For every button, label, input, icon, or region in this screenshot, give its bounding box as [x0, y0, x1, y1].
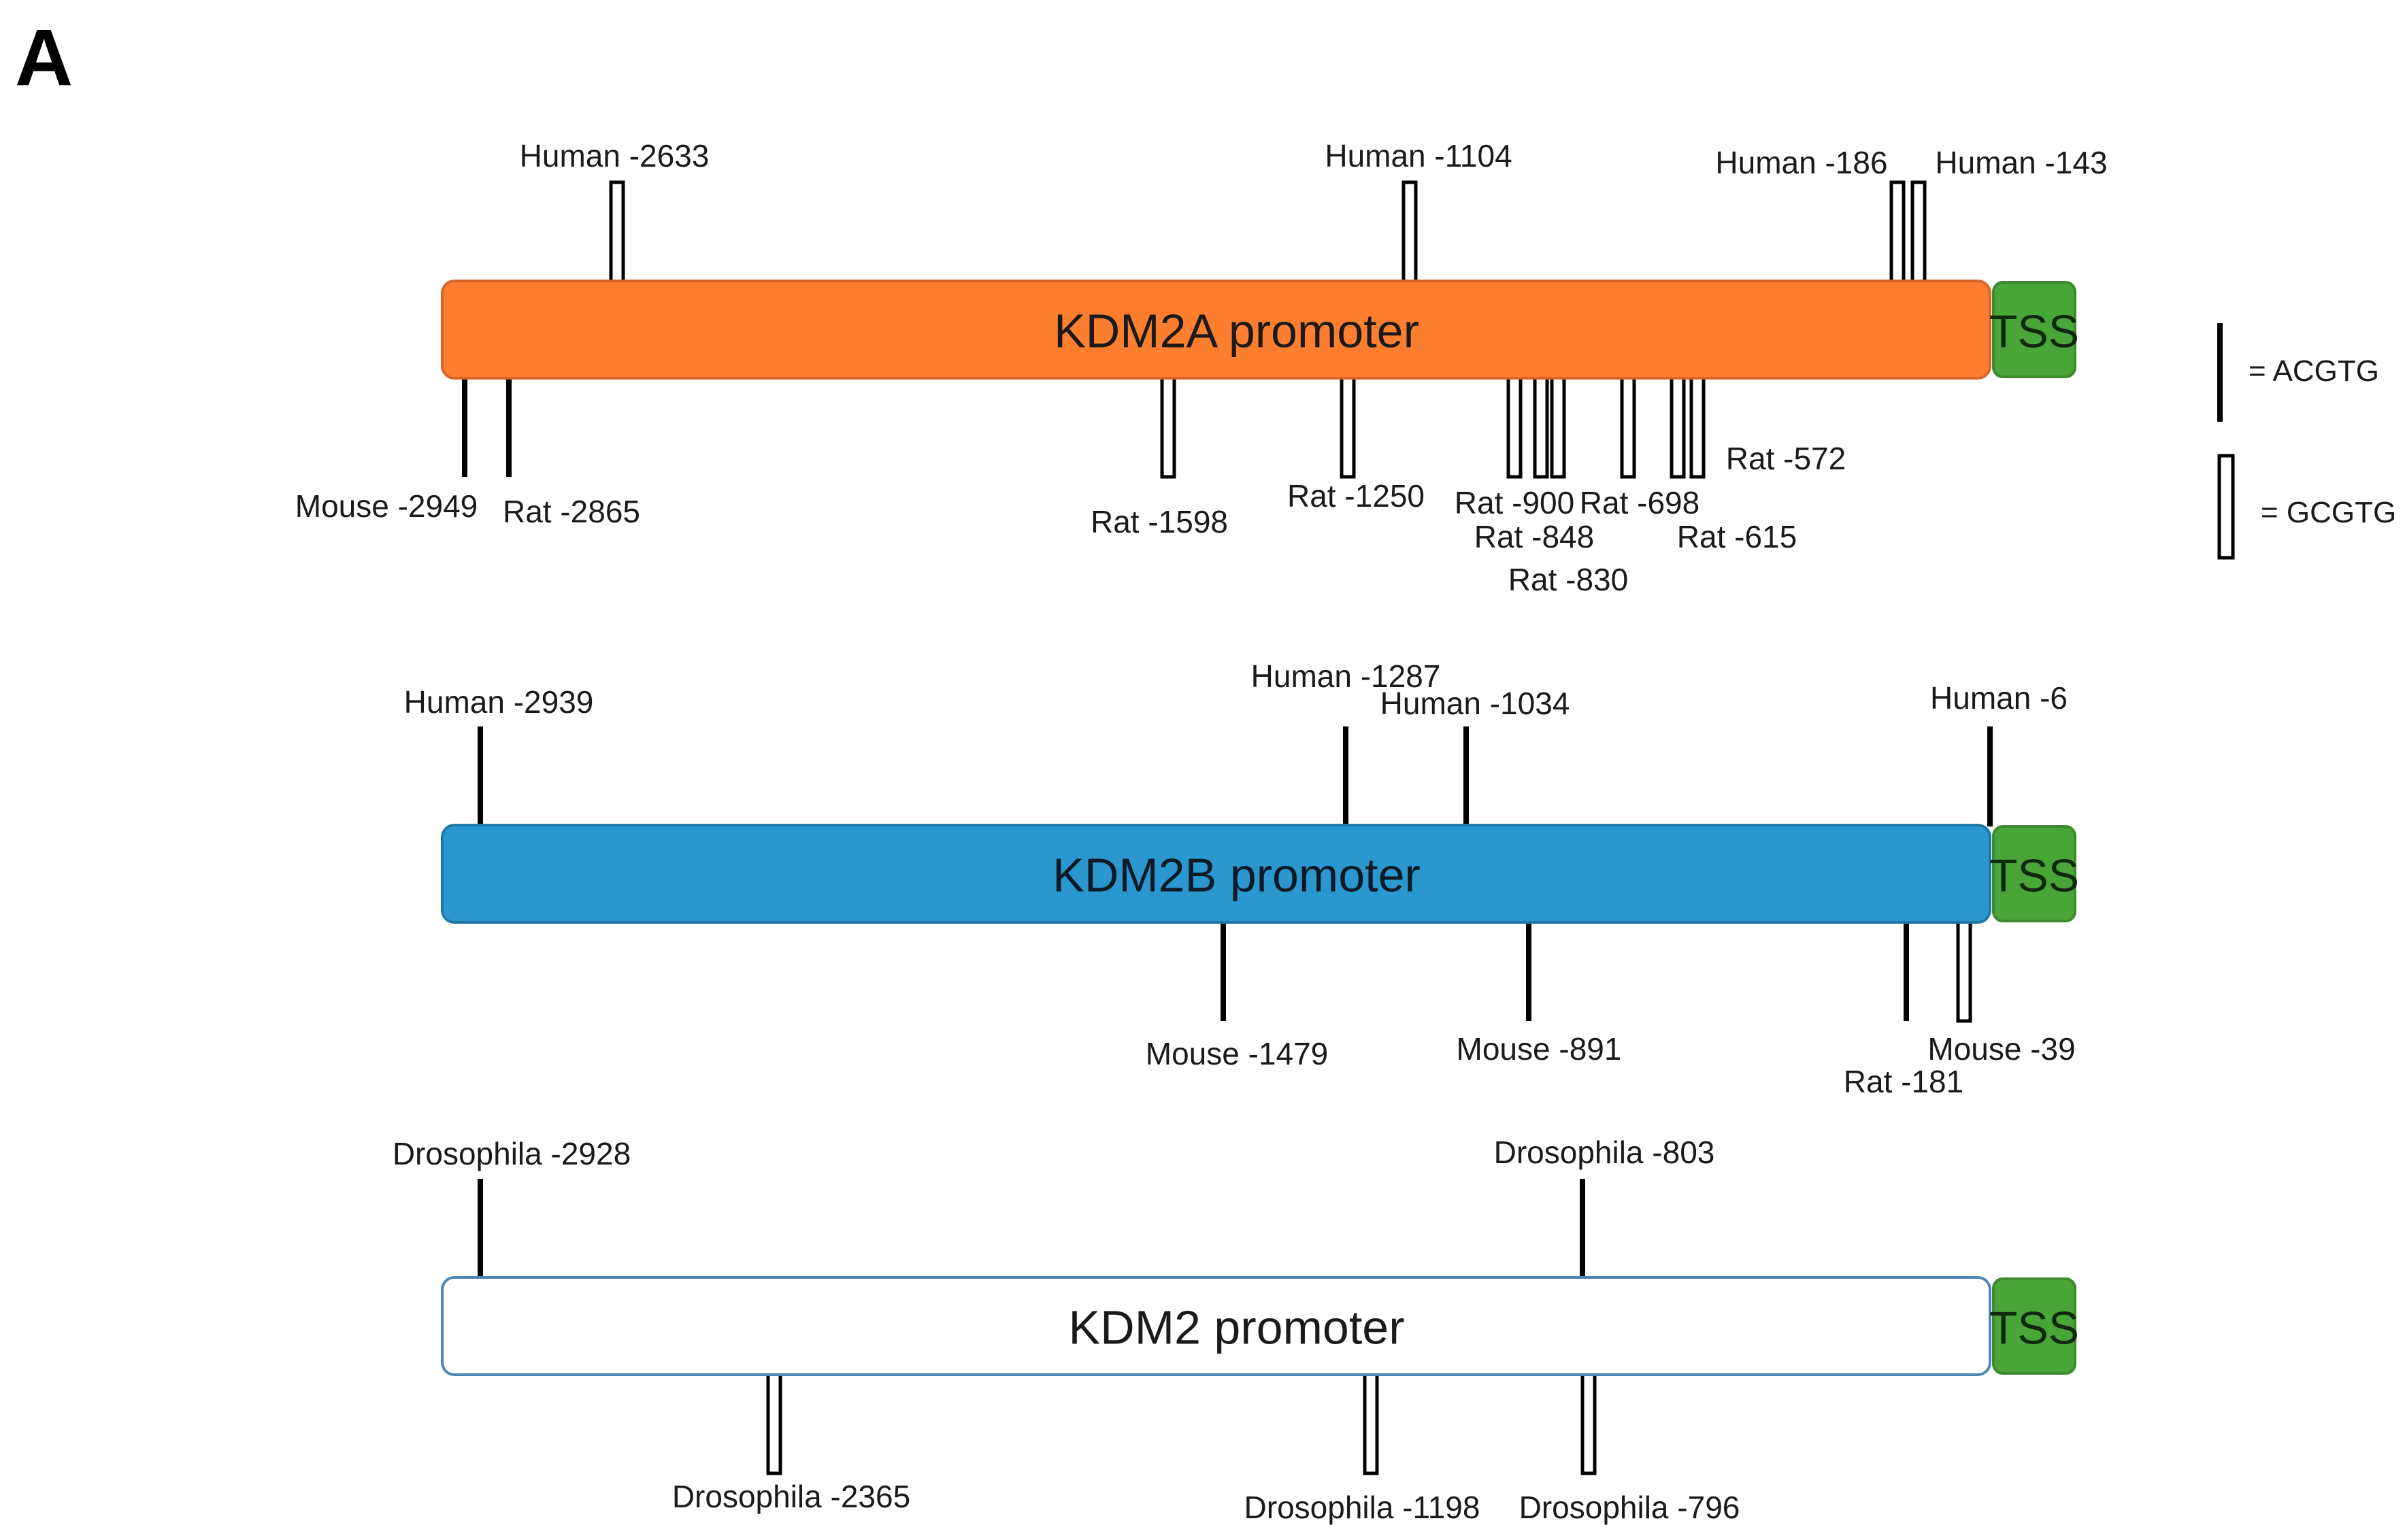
kdm2a-bottom-site-rat-848-label: Rat -848 [1474, 519, 1594, 554]
kdm2-tss-label: TSS [1989, 1303, 2079, 1354]
kdm2a-bottom-site-rat-698-label: Rat -698 [1580, 485, 1699, 520]
kdm2a-bottom-site-rat-572-label: Rat -572 [1726, 441, 1846, 476]
kdm2a-bottom-site-rat-830-label: Rat -830 [1508, 562, 1628, 597]
kdm2-promoter-bar [441, 1276, 1991, 1376]
kdm2a-tss-box [1992, 281, 2076, 378]
kdm2b-tss-box [1992, 825, 2076, 922]
kdm2a-tss-label: TSS [1989, 306, 2079, 358]
kdm2-bottom-site-drosophila-2365-gcgtg-mark [766, 1371, 782, 1475]
kdm2a-top-site-human-2633-gcgtg-mark [609, 180, 625, 284]
kdm2b-tss-label: TSS [1989, 850, 2079, 902]
kdm2a-top-site-human-186-label: Human -186 [1715, 145, 1887, 180]
legend: = ACGTG = GCGTG [2217, 323, 2396, 560]
kdm2a-bottom-site-rat-615-label: Rat -615 [1677, 519, 1797, 554]
kdm2-bottom-site-drosophila-2365-label: Drosophila -2365 [672, 1479, 910, 1514]
kdm2a-bottom-site-rat-615-gcgtg-mark [1670, 375, 1686, 479]
kdm2b-bottom-site-rat-181-label: Rat -181 [1844, 1064, 1963, 1099]
kdm2a-top-site-human-143-gcgtg-mark [1910, 180, 1927, 284]
kdm2a-bottom-site-rat-572-gcgtg-mark [1689, 375, 1706, 479]
kdm2b-top-site-human-2939-label: Human -2939 [404, 684, 594, 720]
kdm2b-promoter-bar [441, 824, 1991, 924]
kdm2a-bottom-site-rat-2865-label: Rat -2865 [503, 494, 640, 529]
legend-gcgtg-symbol [2217, 454, 2235, 560]
kdm2-tss-box [1992, 1277, 2076, 1375]
kdm2-bottom-site-drosophila-1198-gcgtg-mark [1363, 1371, 1379, 1475]
kdm2-top-site-drosophila-2928-label: Drosophila -2928 [393, 1136, 631, 1171]
kdm2a-promoter-bar [441, 280, 1991, 380]
kdm2b-bottom-site-mouse-39-label: Mouse -39 [1927, 1031, 2075, 1067]
kdm2a-bottom-site-rat-900-label: Rat -900 [1455, 485, 1574, 520]
kdm2b-bottom-site-mouse-1479-label: Mouse -1479 [1146, 1036, 1329, 1071]
kdm2a-bottom-site-rat-1598-label: Rat -1598 [1091, 504, 1228, 539]
kdm2-bottom-site-drosophila-1198-label: Drosophila -1198 [1244, 1490, 1480, 1525]
kdm2a-bottom-site-rat-1250-label: Rat -1250 [1287, 478, 1425, 514]
kdm2a-promoter-label: KDM2A promoter [1054, 305, 1419, 358]
kdm2a-top-site-human-1104-gcgtg-mark [1401, 180, 1418, 284]
kdm2b-bottom-site-mouse-39-gcgtg-mark [1956, 919, 1972, 1023]
kdm2a-top-site-human-186-gcgtg-mark [1889, 180, 1906, 284]
kdm2a-bottom-site-rat-1250-gcgtg-mark [1340, 375, 1356, 479]
kdm2b-top-site-human-1287-label: Human -1287 [1251, 658, 1441, 694]
kdm2a-top-site-human-1104-label: Human -1104 [1325, 138, 1512, 173]
kdm2-promoter-group: Drosophila -2928 Drosophila -803Drosophil… [393, 1135, 2079, 1525]
kdm2b-top-site-human-6-label: Human -6 [1930, 680, 2068, 716]
kdm2a-bottom-site-rat-830-gcgtg-mark [1550, 375, 1566, 479]
kdm2b-bottom-site-mouse-891-label: Mouse -891 [1457, 1031, 1622, 1067]
kdm2a-bottom-site-rat-848-gcgtg-mark [1533, 375, 1549, 479]
kdm2-promoter-label: KDM2 promoter [1068, 1301, 1404, 1354]
legend-label-acgtg: = ACGTG [2249, 354, 2379, 388]
kdm2b-top-site-human-1034-label: Human -1034 [1380, 686, 1570, 721]
kdm2a-top-site-human-2633-label: Human -2633 [520, 138, 710, 173]
kdm2-bottom-site-drosophila-796-gcgtg-mark [1580, 1371, 1597, 1475]
panel-label: A [15, 13, 73, 103]
kdm2a-promoter-group: Human -2633 Human -1104 Human -186 Human -1… [295, 138, 2108, 597]
legend-label-gcgtg: = GCGTG [2261, 496, 2396, 529]
kdm2a-bottom-site-rat-698-gcgtg-mark [1620, 375, 1636, 479]
kdm2a-bottom-site-rat-900-gcgtg-mark [1506, 375, 1523, 479]
kdm2-bottom-site-drosophila-796-label: Drosophila -796 [1519, 1490, 1740, 1525]
kdm2a-bottom-site-rat-1598-gcgtg-mark [1160, 375, 1176, 479]
kdm2a-top-site-human-143-label: Human -143 [1935, 145, 2107, 180]
kdm2a-bottom-site-mouse-2949-label: Mouse -2949 [295, 488, 478, 524]
kdm2b-promoter-label: KDM2B promoter [1052, 849, 1421, 902]
kdm2-top-site-drosophila-803-label: Drosophila -803 [1494, 1135, 1715, 1170]
